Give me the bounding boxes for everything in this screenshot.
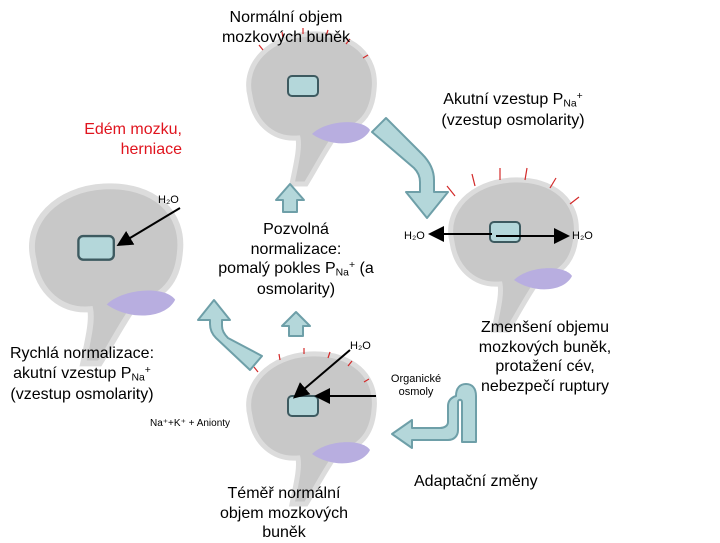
- water-arrows: [116, 207, 570, 404]
- vessels-right: [446, 167, 580, 205]
- arrow-up-slow: [281, 311, 311, 337]
- label-edema-line1: Edém mozku,: [84, 121, 182, 138]
- label-shrinkage: Zmenšení objemu mozkových buněk, protaže…: [456, 318, 634, 396]
- arrow-h2o-into-left-brain: [116, 207, 181, 247]
- label-normal-volume: Normální objem mozkových buněk: [206, 8, 366, 47]
- label-near-normal-line1: Téměř normální: [227, 485, 341, 502]
- label-h2o-right-b: H₂O: [572, 230, 593, 242]
- arrow-rapid-norm: [197, 299, 263, 371]
- label-shrink-line1: Zmenšení objemu: [480, 319, 610, 336]
- label-acute-rise-line1: Akutní vzestup PNa+: [443, 90, 583, 110]
- label-slow-norm-line3: pomalý pokles PNa+ (a: [218, 259, 374, 279]
- arrow-up-edema: [275, 183, 305, 213]
- label-h2o-left: H₂O: [158, 194, 179, 206]
- label-rapid-norm-line3: (vzestup osmolarity): [10, 385, 154, 403]
- label-acute-rise-line2: (vzestup osmolarity): [441, 112, 585, 130]
- label-shrink-line4: nebezpečí ruptury: [480, 377, 610, 395]
- label-acute-rise: Akutní vzestup PNa+ (vzestup osmolarity): [420, 90, 606, 131]
- label-h2o-bottom: H₂O: [350, 340, 371, 352]
- label-shrink-line2: mozkových buněk,: [478, 338, 612, 356]
- arrow-adaptation: [391, 383, 477, 449]
- label-rapid-normalization: Rychlá normalizace: akutní vzestup PNa+ …: [2, 344, 162, 404]
- label-slow-norm-line4: osmolarity): [256, 281, 336, 299]
- label-near-normal-line2: objem mozkových: [219, 504, 349, 522]
- label-adaptation: Adaptační změny: [414, 473, 538, 490]
- brain-bottom: [249, 348, 375, 504]
- label-edema: Edém mozku, herniace: [40, 120, 182, 159]
- vessels-bottom: [253, 348, 370, 383]
- brain-top: [249, 28, 375, 184]
- label-rapid-norm-line2: akutní vzestup PNa+: [13, 364, 151, 384]
- arrow-acute-rise: [371, 117, 449, 219]
- label-near-normal-line3: buněk: [262, 524, 306, 542]
- label-h2o-right-a: H₂O: [404, 230, 425, 242]
- label-slow-normalization: Pozvolná normalizace: pomalý pokles PNa+…: [196, 220, 396, 300]
- label-normal-volume-line1: Normální objem: [229, 9, 343, 26]
- label-organic-line2: osmoly: [398, 386, 434, 399]
- label-edema-line2: herniace: [120, 140, 182, 158]
- label-organic-line1: Organické: [390, 373, 442, 385]
- label-near-normal: Téměř normální objem mozkových buněk: [206, 484, 362, 543]
- label-organic-osmoles: Organické osmoly: [376, 373, 456, 400]
- brain-left: [32, 186, 180, 363]
- label-normal-volume-line2: mozkových buněk: [221, 28, 351, 46]
- label-shrink-line3: protažení cév,: [495, 358, 595, 376]
- label-rapid-norm-line1: Rychlá normalizace:: [9, 345, 155, 362]
- arrow-h2o-into-bottom-brain: [292, 349, 351, 399]
- vessels-top: [258, 28, 369, 59]
- label-slow-norm-line2: normalizace:: [250, 240, 342, 258]
- label-ions: Na⁺+K⁺ + Anionty: [150, 418, 231, 429]
- brain-right: [446, 167, 580, 330]
- label-slow-norm-line1: Pozvolná: [263, 221, 329, 238]
